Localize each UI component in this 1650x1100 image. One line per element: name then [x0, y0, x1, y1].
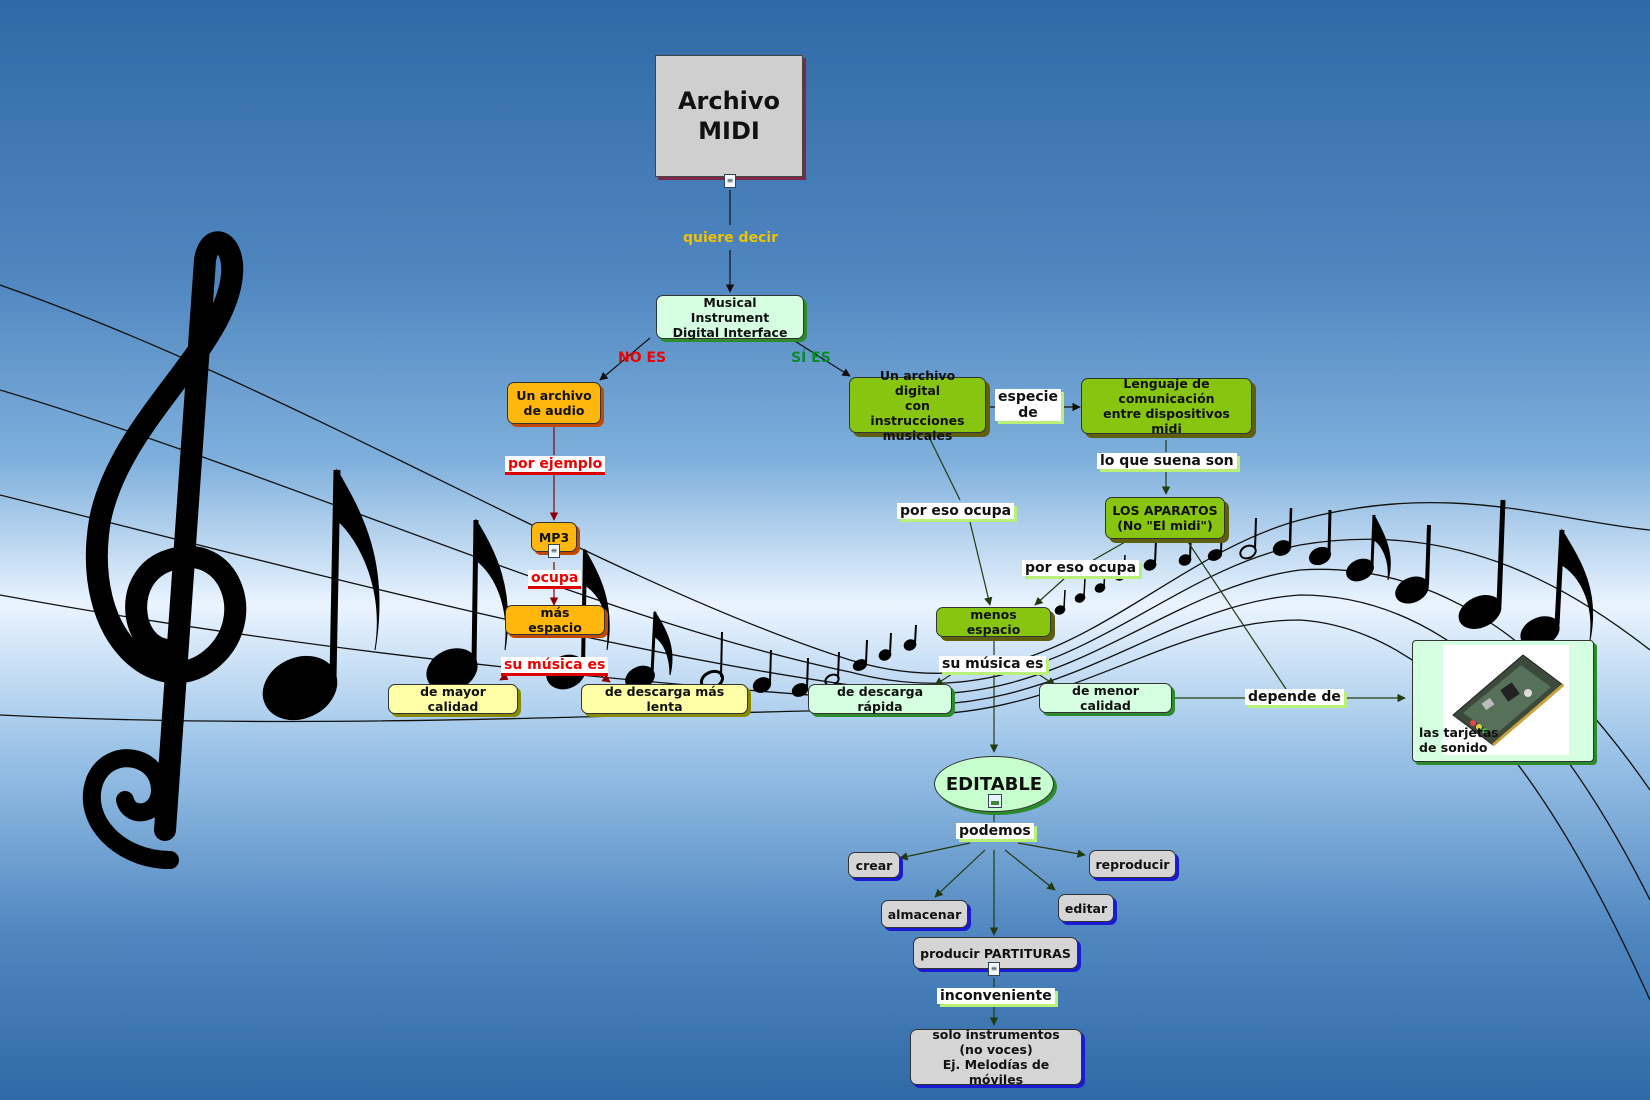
link-por-eso-ocupa-2: por eso ocupa — [1022, 560, 1140, 576]
link-podemos: podemos — [956, 823, 1034, 839]
link-por-eso-ocupa-1: por eso ocupa — [897, 503, 1015, 519]
link-su-musica-es-1: su música es — [501, 657, 609, 673]
link-su-musica-es-2: su música es — [939, 656, 1047, 672]
link-especie-de: especie de — [995, 389, 1061, 421]
link-inconveniente: inconveniente — [937, 988, 1055, 1004]
document-icon[interactable] — [988, 962, 1000, 976]
link-si-es: SÍ ES — [791, 350, 831, 366]
connection-lines — [499, 190, 1406, 1026]
link-ocupa: ocupa — [528, 570, 582, 586]
image-icon[interactable] — [988, 794, 1002, 808]
node-menos-espacio[interactable]: menos espacio — [936, 607, 1051, 637]
link-por-ejemplo: por ejemplo — [505, 456, 606, 472]
node-lenguaje[interactable]: Lenguaje de comunicación entre dispositi… — [1081, 376, 1252, 436]
node-menor-calidad[interactable]: de menor calidad — [1039, 683, 1172, 713]
document-icon[interactable] — [548, 544, 560, 558]
link-lo-que-suena: lo que suena son — [1097, 453, 1237, 469]
node-mayor-calidad[interactable]: de mayor calidad — [388, 684, 518, 714]
staff-lines — [0, 284, 1650, 1001]
node-editar[interactable]: editar — [1058, 894, 1114, 922]
treble-clef — [82, 231, 247, 869]
sound-card-label: las tarjetas de sonido — [1419, 725, 1499, 755]
node-crear[interactable]: crear — [848, 852, 900, 878]
node-archivo-audio[interactable]: Un archivo de audio — [507, 382, 601, 424]
node-archivo-midi[interactable]: Archivo MIDI — [655, 55, 803, 177]
node-los-aparatos[interactable]: LOS APARATOS (No "El midi") — [1105, 497, 1225, 539]
node-descarga-lenta[interactable]: de descarga más lenta — [581, 684, 748, 714]
node-reproducir[interactable]: reproducir — [1089, 850, 1176, 878]
node-almacenar[interactable]: almacenar — [881, 900, 968, 928]
sound-card-image — [1443, 645, 1569, 755]
node-mas-espacio[interactable]: más espacio — [505, 605, 605, 635]
link-quiere-decir: quiere decir — [683, 230, 779, 246]
document-icon[interactable] — [724, 174, 736, 188]
link-no-es: NO ES — [618, 350, 667, 366]
node-solo-instrumentos[interactable]: solo instrumentos (no voces) Ej. Melodía… — [910, 1027, 1082, 1087]
node-musical-instrument[interactable]: Musical Instrument Digital Interface — [656, 295, 804, 340]
node-descarga-rapida[interactable]: de descarga rápida — [808, 684, 952, 714]
link-depende-de: depende de — [1245, 689, 1344, 705]
node-tarjetas-sonido[interactable]: las tarjetas de sonido — [1412, 640, 1594, 762]
node-archivo-digital[interactable]: Un archivo digital con instrucciones mus… — [849, 368, 986, 443]
